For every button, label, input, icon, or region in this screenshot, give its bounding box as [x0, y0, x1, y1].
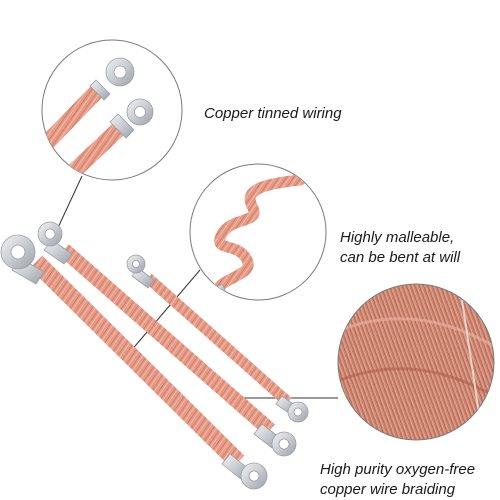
caption-malleable-line1: Highly malleable,: [340, 229, 455, 246]
ring-terminal-icon: [89, 57, 135, 101]
zoom-cable-1: [42, 82, 106, 156]
zoom-circle-braiding: [337, 283, 495, 441]
zoom-circle-tinned: [41, 39, 183, 181]
ring-terminal-icon: [126, 254, 155, 289]
caption-oxygen-free: High purity oxygen-free copper wire brai…: [320, 460, 475, 500]
bent-cable: [212, 174, 306, 294]
leader-line-malleable: [129, 269, 201, 353]
caption-purity-line2: copper wire braiding: [320, 481, 456, 498]
main-cables: [0, 221, 309, 490]
caption-malleable: Highly malleable, can be bent at will: [340, 228, 460, 268]
ring-terminal-icon: [109, 98, 154, 139]
ring-terminal-icon: [0, 234, 45, 285]
caption-malleable-line2: can be bent at will: [340, 249, 461, 266]
ring-terminal-icon: [37, 221, 73, 265]
cable-medium: [37, 221, 297, 457]
zoom-cable-2: [64, 118, 130, 180]
leader-line-tinned: [55, 175, 83, 233]
ring-terminal-icon: [253, 423, 297, 457]
ring-terminal-icon: [221, 453, 268, 490]
caption-tinned-wiring: Copper tinned wiring: [204, 104, 342, 124]
cable-short: [126, 254, 309, 423]
ring-terminal-icon: [275, 395, 309, 423]
cable-long: [0, 234, 268, 490]
zoom-circle-malleable: [189, 163, 327, 301]
caption-purity-line1: High purity oxygen-free: [320, 461, 476, 478]
caption-tinned-line: Copper tinned wiring: [204, 105, 342, 122]
